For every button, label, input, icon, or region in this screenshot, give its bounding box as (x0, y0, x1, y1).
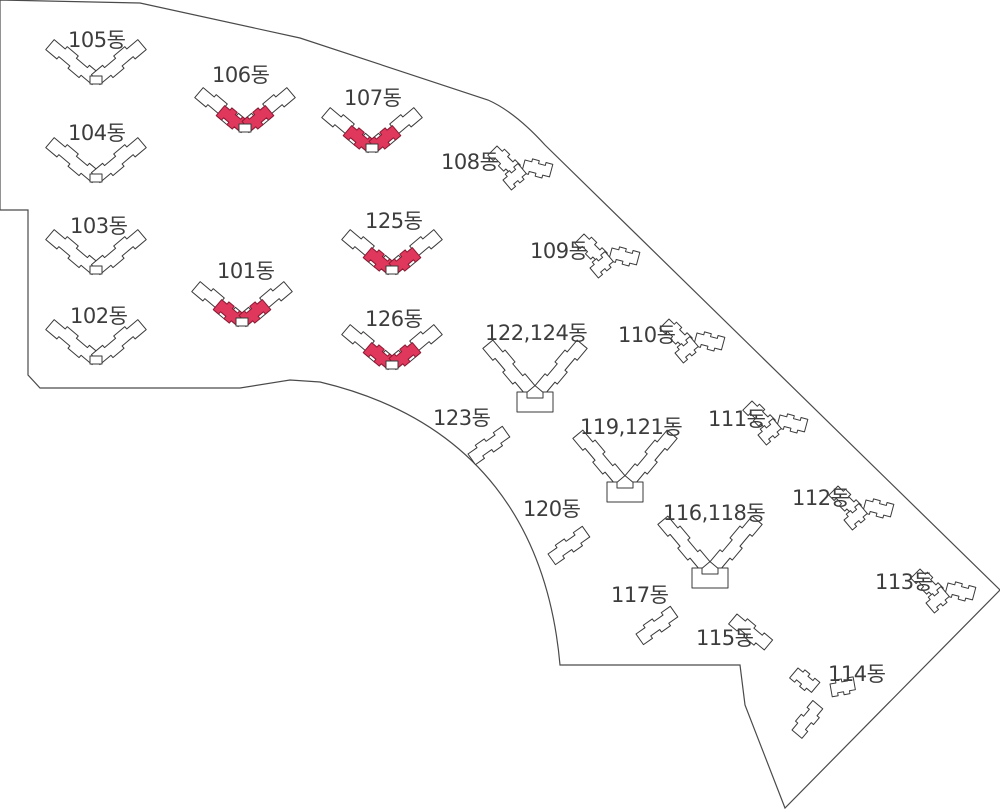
building-123[interactable] (466, 425, 511, 466)
building-wing-outline (45, 319, 101, 366)
building-block (674, 336, 699, 364)
building-block (843, 503, 868, 531)
building-wing-outline (91, 229, 147, 276)
building-core (691, 567, 729, 589)
building-label-110: 110동 (618, 323, 676, 347)
building-116-118[interactable] (657, 514, 763, 589)
building-wing-outline (482, 339, 536, 395)
building-block (521, 158, 554, 179)
building-block (925, 586, 950, 614)
building-core (516, 391, 554, 413)
building-wing-outline (91, 39, 147, 86)
building-block (693, 331, 726, 352)
building-111[interactable] (742, 399, 809, 446)
building-112[interactable] (828, 484, 895, 531)
building-block (791, 699, 824, 739)
building-label-102: 102동 (70, 304, 128, 328)
building-label-112: 112동 (792, 486, 850, 510)
building-label-123: 123동 (433, 406, 491, 430)
building-label-109: 109동 (530, 239, 588, 263)
building-122-124[interactable] (482, 338, 588, 413)
building-core (89, 173, 103, 183)
building-block (635, 605, 679, 646)
building-block (502, 163, 527, 191)
building-117[interactable] (634, 605, 679, 646)
building-block (608, 246, 641, 267)
building-126[interactable] (341, 322, 443, 372)
building-core (365, 143, 379, 153)
building-108[interactable] (487, 144, 554, 191)
building-core (606, 481, 644, 503)
labels-layer: 105동 104동 103동 102동 106동 101동 107동 125동 126동 108동… (68, 28, 933, 686)
building-105[interactable] (45, 37, 147, 87)
building-label-113: 113동 (875, 570, 933, 594)
building-label-115: 115동 (696, 626, 754, 650)
building-wing-outline (534, 339, 588, 395)
building-103[interactable] (45, 227, 147, 277)
building-label-108: 108동 (441, 150, 499, 174)
building-wing-outline (657, 515, 711, 571)
building-119-121[interactable] (572, 428, 678, 503)
building-114[interactable] (789, 666, 856, 739)
building-109[interactable] (574, 232, 641, 279)
building-block (829, 676, 856, 698)
building-core (89, 355, 103, 365)
building-label-106: 106동 (212, 63, 270, 87)
building-label-104: 104동 (68, 121, 126, 145)
building-wing-outline (709, 515, 763, 571)
building-115[interactable] (728, 612, 774, 653)
building-102[interactable] (45, 317, 147, 367)
building-wing-outline (572, 429, 626, 485)
building-110[interactable] (659, 317, 726, 364)
building-125[interactable] (341, 227, 443, 277)
building-wing-outline (45, 39, 101, 86)
building-label-122-124: 122,124동 (485, 321, 587, 345)
building-wing-outline (91, 137, 147, 184)
building-label-125: 125동 (365, 209, 423, 233)
building-113[interactable] (910, 567, 977, 614)
building-wing-outline (624, 429, 678, 485)
building-core (89, 265, 103, 275)
building-label-126: 126동 (365, 307, 423, 331)
building-label-119-121: 119,121동 (580, 415, 682, 439)
building-core (385, 360, 399, 370)
building-label-111: 111동 (708, 407, 766, 431)
building-wing-outline (45, 229, 101, 276)
building-block (589, 251, 614, 279)
building-label-101: 101동 (217, 259, 275, 283)
building-wing-outline (45, 137, 101, 184)
building-block (776, 413, 809, 434)
building-block (789, 667, 821, 693)
building-core (235, 317, 249, 327)
building-101[interactable] (191, 279, 293, 329)
building-block (728, 613, 774, 651)
building-label-120: 120동 (523, 497, 581, 521)
building-label-105: 105동 (68, 28, 126, 52)
building-block (862, 498, 895, 519)
building-core (385, 265, 399, 275)
building-block (547, 525, 591, 566)
building-wing-outline (91, 319, 147, 366)
building-label-116-118: 116,118동 (663, 501, 765, 525)
building-label-114: 114동 (828, 662, 886, 686)
building-106[interactable] (194, 85, 296, 135)
building-label-117: 117동 (611, 583, 669, 607)
building-120[interactable] (546, 525, 591, 566)
building-block (467, 425, 511, 466)
building-core (238, 123, 252, 133)
building-block (757, 418, 782, 446)
building-label-107: 107동 (344, 86, 402, 110)
building-label-103: 103동 (70, 214, 128, 238)
buildings-layer (45, 37, 977, 739)
building-107[interactable] (321, 105, 423, 155)
building-104[interactable] (45, 135, 147, 185)
building-core (89, 75, 103, 85)
building-block (944, 581, 977, 602)
